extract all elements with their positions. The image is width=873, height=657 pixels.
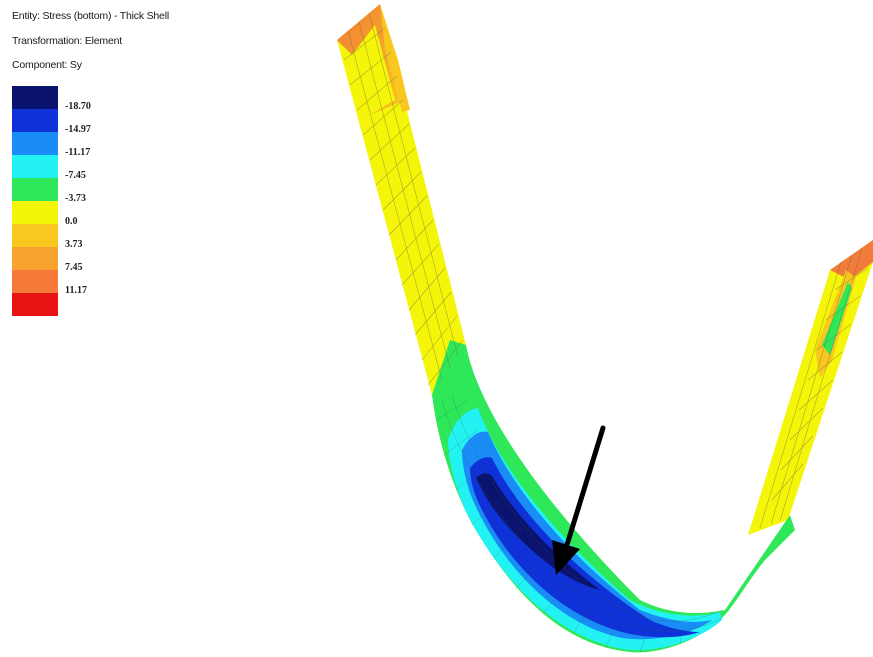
entity-label: Entity: Stress (bottom) - Thick Shell [12, 10, 169, 22]
legend-swatch [12, 247, 58, 270]
legend-tick-label: -18.70 [65, 101, 91, 112]
legend-tick-label: -11.17 [65, 147, 91, 158]
legend-tick-label: -3.73 [65, 193, 86, 204]
bend-navy-core [476, 473, 600, 590]
right-arm-mesh [759, 247, 869, 529]
legend-swatch [12, 178, 58, 201]
max-stress-arrow [552, 425, 606, 575]
right-arm-top-zone [830, 240, 873, 280]
component-label: Component: Sy [12, 59, 82, 71]
legend-swatch [12, 155, 58, 178]
right-arm-green-spot [822, 282, 852, 355]
right-arm [748, 240, 873, 535]
legend-swatch [12, 109, 58, 132]
left-arm-top-inner [352, 25, 395, 115]
legend-swatch [12, 293, 58, 316]
legend-swatch [12, 270, 58, 293]
bend-mesh [435, 394, 723, 653]
legend-swatch [12, 86, 58, 109]
left-arm-edge-zone [380, 4, 410, 112]
legend-swatch [12, 224, 58, 247]
legend-tick-label: -14.97 [65, 124, 91, 135]
legend-tick-label: 3.73 [65, 239, 83, 250]
legend-swatch [12, 132, 58, 155]
transformation-label: Transformation: Element [12, 35, 122, 47]
left-arm-mesh [343, 12, 464, 386]
legend-tick-label: -7.45 [65, 170, 86, 181]
legend-tick-label: 7.45 [65, 262, 83, 273]
legend-swatch [12, 201, 58, 224]
bend-blue-zone [470, 457, 700, 638]
legend-tick-label: 0.0 [65, 216, 78, 227]
legend-tick-label: 11.17 [65, 285, 87, 296]
